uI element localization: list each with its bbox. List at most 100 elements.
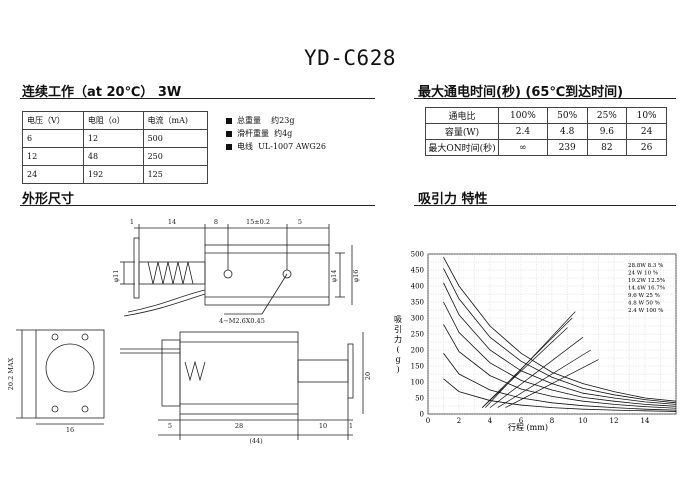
series-line bbox=[443, 324, 677, 409]
table-cell: 2.4 bbox=[498, 123, 548, 140]
dim-label: 1 bbox=[349, 422, 353, 430]
force-heading: 吸引力 特性 bbox=[418, 192, 488, 207]
dims-heading: 外形尺寸 bbox=[22, 192, 75, 207]
y-axis-label-char: g bbox=[395, 355, 400, 364]
lead-wire bbox=[127, 289, 206, 313]
table-cell: 9.6 bbox=[586, 123, 628, 140]
table-header-cell: 通电比 bbox=[425, 107, 499, 124]
legend-entry: 24 W 10 % bbox=[628, 271, 658, 277]
force-rule bbox=[414, 205, 676, 206]
table-cell: 4.8 bbox=[546, 123, 588, 140]
table-row: 24 192 125 bbox=[22, 165, 209, 184]
x-axis-label: 行程 (mm) bbox=[508, 422, 548, 432]
y-tick-label: 300 bbox=[411, 315, 424, 323]
dim-label: φ11 bbox=[112, 270, 120, 283]
plunger-out bbox=[297, 359, 349, 383]
dim-label: 5 bbox=[298, 218, 302, 226]
table-row: 6 12 500 bbox=[22, 129, 209, 148]
table-header-cell: 电压（V） bbox=[22, 111, 84, 130]
table-cell: 125 bbox=[142, 165, 209, 184]
dim-label: 1 bbox=[130, 218, 134, 226]
y-tick-label: 400 bbox=[411, 283, 424, 291]
spring-load-line bbox=[489, 336, 584, 408]
table-row: 通电比 100% 50% 25% 10% bbox=[425, 107, 667, 124]
legend-entry: 4.8 W 50 % bbox=[628, 301, 660, 307]
table-cell: 12 bbox=[22, 147, 84, 166]
x-tick-label: 14 bbox=[641, 417, 650, 425]
y-tick-label: 250 bbox=[411, 331, 424, 339]
y-axis-label-char: ( bbox=[396, 345, 399, 354]
max-on-heading: 最大通电时间(秒) (65℃到达时间) bbox=[418, 85, 624, 100]
dim-label: 5 bbox=[168, 422, 172, 430]
table-cell: 10% bbox=[626, 107, 667, 124]
continuous-rule bbox=[20, 98, 375, 99]
dim-label: 8 bbox=[214, 218, 218, 226]
table-header-cell: 容量(W) bbox=[425, 123, 499, 140]
table-cell: 6 bbox=[22, 129, 84, 148]
dimension-drawing: 1 14 8 15±0.2 5 φ11 φ14 φ16 4−M2.6X0.45 … bbox=[7, 218, 372, 445]
table-cell: 25% bbox=[586, 107, 628, 124]
series-line bbox=[443, 352, 677, 411]
x-tick-label: 6 bbox=[519, 417, 524, 425]
lead-wire bbox=[123, 293, 206, 317]
series-line bbox=[443, 257, 677, 402]
y-tick-label: 450 bbox=[411, 267, 424, 275]
x-tick-label: 0 bbox=[426, 417, 430, 425]
continuous-table: 电压（V） 电阻（o） 电流（mA) 6 12 500 12 48 250 24… bbox=[22, 111, 209, 184]
spring-load-line bbox=[505, 359, 599, 408]
y-axis-label: 吸引力(g) bbox=[394, 315, 402, 374]
table-cell: 24 bbox=[22, 165, 84, 184]
dim-label: φ14 bbox=[330, 270, 338, 283]
dim-label: 4−M2.6X0.45 bbox=[219, 317, 265, 325]
table-cell: 250 bbox=[142, 147, 209, 166]
mount-hole bbox=[223, 269, 233, 279]
spring-load-line bbox=[482, 327, 568, 408]
y-tick-label: 150 bbox=[411, 363, 424, 371]
dim-label: 14 bbox=[168, 218, 176, 226]
x-tick-label: 4 bbox=[488, 417, 493, 425]
table-cell: 50% bbox=[546, 107, 588, 124]
note-item: 电线 UL-1007 AWG26 bbox=[226, 140, 326, 153]
table-row: 最大ON时间(秒) ∞ 239 82 26 bbox=[425, 139, 667, 156]
max-on-table: 通电比 100% 50% 25% 10% 容量(W) 2.4 4.8 9.6 2… bbox=[425, 107, 667, 156]
end-plate bbox=[133, 237, 140, 299]
legend-entry: 28.8W 8.3 % bbox=[628, 263, 663, 269]
y-axis-label-char: ) bbox=[396, 365, 399, 374]
dim-label: 16 bbox=[66, 426, 74, 434]
spring bbox=[147, 261, 194, 285]
table-row: 12 48 250 bbox=[22, 147, 209, 166]
legend-entry: 19.2W 12.5% bbox=[628, 278, 665, 284]
legend-entry: 9.6 W 25 % bbox=[628, 293, 660, 299]
table-row: 电压（V） 电阻（o） 电流（mA) bbox=[22, 111, 209, 130]
series-line bbox=[443, 301, 677, 407]
front-bore bbox=[45, 343, 95, 393]
dim-label: 10 bbox=[319, 422, 327, 430]
legend-entry: 2.4 W 100 % bbox=[628, 308, 663, 314]
y-axis-label-char: 吸 bbox=[394, 315, 402, 324]
table-cell: 500 bbox=[142, 129, 209, 148]
x-tick-label: 2 bbox=[457, 417, 461, 425]
series-line bbox=[443, 378, 677, 412]
solenoid-body bbox=[204, 244, 330, 306]
spring-load-line bbox=[497, 349, 591, 408]
dims-rule bbox=[20, 205, 375, 206]
spring bbox=[184, 360, 206, 382]
y-tick-label: 200 bbox=[411, 347, 424, 355]
continuous-heading: 连续工作（at 20℃） 3W bbox=[22, 85, 182, 100]
y-tick-label: 350 bbox=[411, 299, 424, 307]
chart-grid bbox=[427, 253, 677, 415]
table-cell: 82 bbox=[586, 139, 628, 156]
table-header-cell: 电流（mA) bbox=[142, 111, 209, 130]
bullet-square-icon bbox=[226, 131, 232, 137]
dim-label: 28 bbox=[235, 422, 243, 430]
chart-legend: 28.8W 8.3 %24 W 10 %19.2W 12.5%14.4W 16.… bbox=[628, 263, 665, 314]
bullet-square-icon bbox=[226, 144, 232, 150]
table-row: 容量(W) 2.4 4.8 9.6 24 bbox=[425, 123, 667, 140]
y-tick-label: 500 bbox=[411, 251, 424, 259]
y-tick-label: 0 bbox=[420, 411, 424, 419]
note-item: 滑杆重量 约4g bbox=[226, 127, 326, 140]
x-tick-label: 10 bbox=[579, 417, 588, 425]
dim-label: 15±0.2 bbox=[246, 218, 270, 226]
